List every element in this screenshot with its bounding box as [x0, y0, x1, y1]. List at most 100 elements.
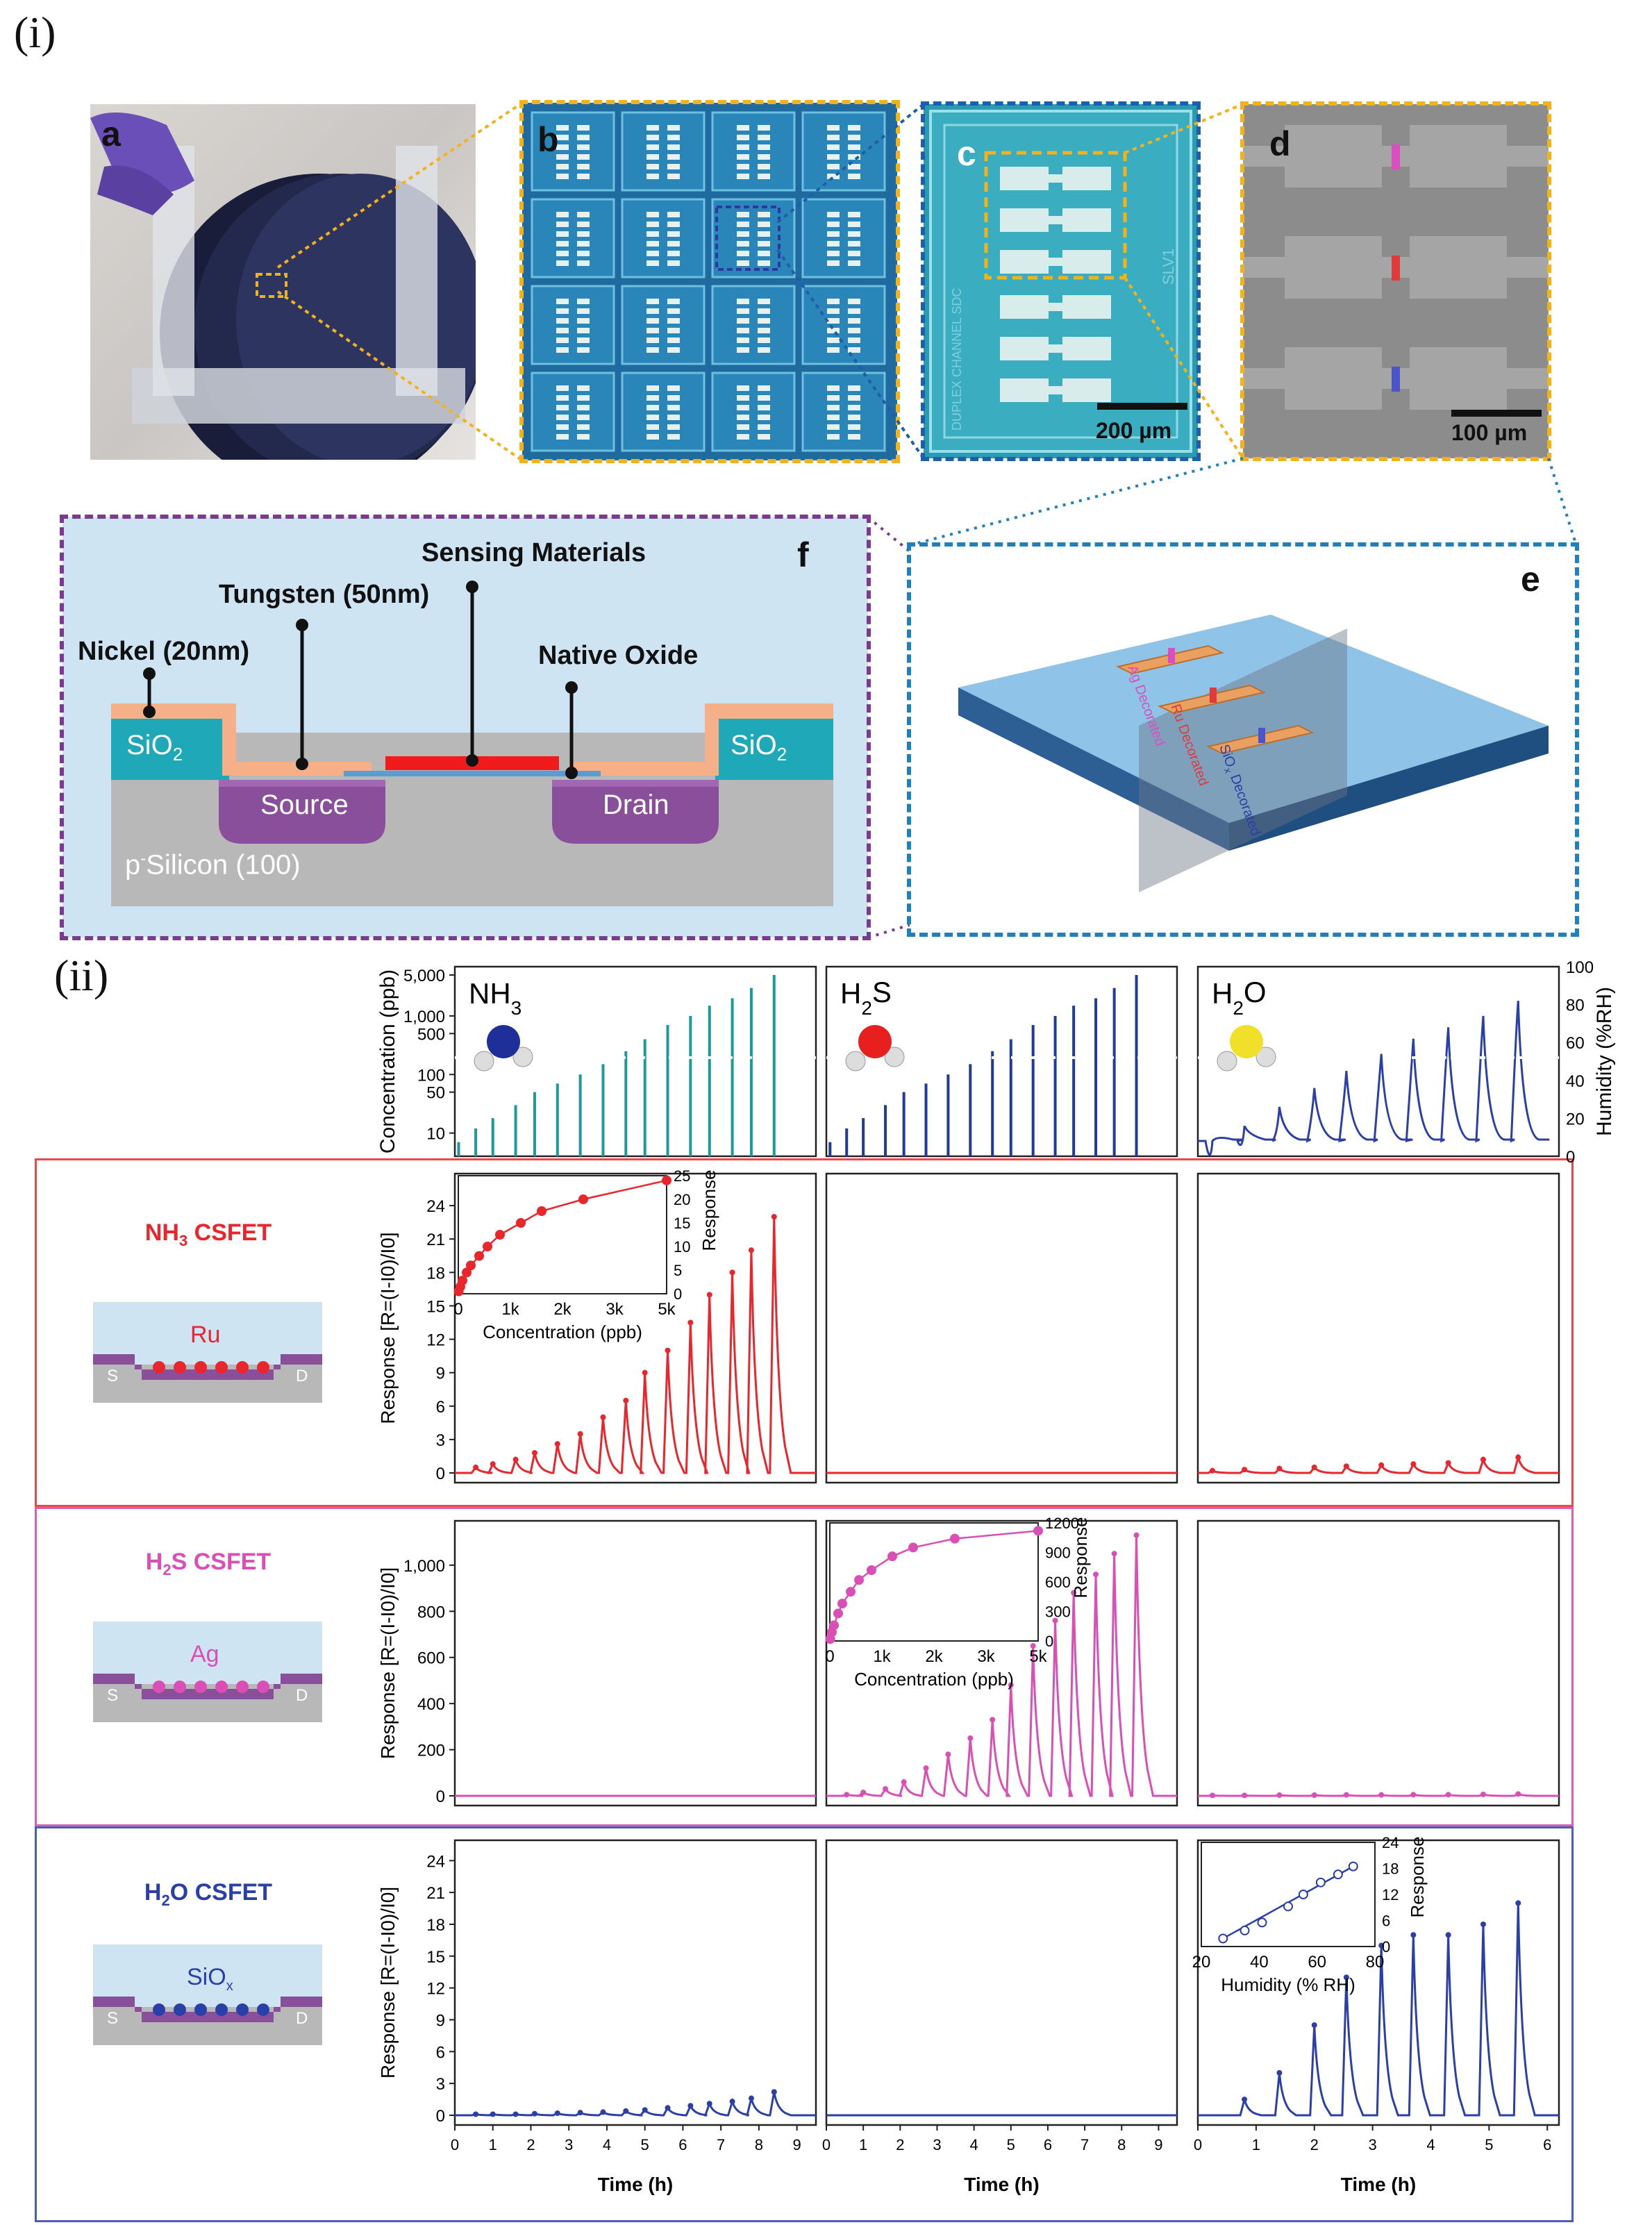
x-tick-label: 5 — [1485, 2136, 1493, 2153]
response-peak-point — [1515, 1900, 1521, 1906]
response-peak-point — [967, 1735, 974, 1741]
response-peak-point — [1480, 1456, 1486, 1462]
response-peak-point — [1133, 1532, 1140, 1538]
inset-x-tick-label: 40 — [1250, 1953, 1269, 1972]
response-peak-point — [901, 1779, 907, 1785]
response-peak-point — [473, 2111, 479, 2117]
y-tick-label: 18 — [426, 1916, 445, 1935]
response-peak-point — [1030, 1643, 1036, 1649]
plot-frame — [453, 965, 817, 1158]
response-peak-point — [490, 2111, 496, 2117]
plot-frame — [453, 1172, 817, 1484]
inset-x-tick-label: 2k — [553, 1300, 571, 1319]
molecule-atom — [512, 1047, 533, 1067]
inset-x-tick-label: 1k — [501, 1300, 519, 1319]
y-tick-label: 10 — [426, 1125, 445, 1144]
y-tick-label: 6 — [436, 1398, 445, 1417]
response-peak-point — [1343, 1974, 1349, 1981]
y-tick-label: 3 — [436, 1431, 445, 1450]
scale-bar-d: 100 µm — [1451, 420, 1528, 445]
x-tick-label: 4 — [1426, 2136, 1435, 2153]
inset-y-tick-label: 0 — [674, 1285, 682, 1303]
response-peak-point — [1343, 1463, 1349, 1469]
molecule-center-atom — [858, 1025, 892, 1058]
plot-frame — [825, 1519, 1178, 1807]
inset-point — [887, 1551, 897, 1562]
response-peak-point — [1209, 1467, 1215, 1474]
chip-array-grid — [531, 111, 886, 452]
label-nickel: Nickel (20nm) — [78, 637, 250, 666]
response-trace — [1198, 1792, 1559, 1797]
plot-frame — [1196, 1172, 1560, 1484]
x-tick-label: 2 — [1310, 2136, 1319, 2153]
panel-letter-a: a — [101, 115, 121, 153]
cross-section-drawing — [111, 581, 833, 906]
response-peak-point — [1445, 1792, 1451, 1798]
molecule-center-atom — [487, 1025, 520, 1058]
inset-y-tick-label: 600 — [1045, 1574, 1071, 1591]
y-tick-label: 100 — [417, 1066, 445, 1085]
response-peak-point — [531, 2110, 537, 2117]
response-peak-point — [1445, 1932, 1451, 1938]
inset-y-tick-label: 6 — [1382, 1912, 1390, 1930]
response-peak-point — [771, 1214, 777, 1220]
response-peak-point — [473, 1464, 479, 1470]
response-peak-point — [1410, 1932, 1417, 1938]
response-ylabel: Response [R=(I-I0)/I0] — [377, 1232, 399, 1424]
response-peak-point — [923, 1765, 929, 1772]
inset-point — [1257, 1917, 1267, 1928]
wafer-carrier-photo: a — [90, 104, 476, 460]
inset-point — [1218, 1933, 1228, 1944]
response-peak-point — [1052, 1617, 1058, 1624]
response-peak-point — [1445, 1460, 1451, 1466]
response-peak-point — [771, 2089, 777, 2095]
inset-x-tick-label: 5k — [1029, 1647, 1047, 1666]
inset-x-tick-label: 3k — [977, 1647, 995, 1666]
response-peak-point — [1276, 2069, 1283, 2076]
h2s-csfet-title: H2S CSFET — [145, 1549, 272, 1578]
response-peak-point — [554, 1441, 560, 1447]
plot-frame — [1196, 1519, 1560, 1807]
inset-point — [474, 1251, 484, 1261]
y-tick-label: 0 — [436, 2107, 445, 2126]
x-tick-label: 0 — [822, 2136, 831, 2153]
y-tick-label: 200 — [417, 1742, 445, 1760]
inset-x-label: Concentration (ppb) — [854, 1669, 1014, 1690]
label-sio2-right: SiO2 — [731, 730, 787, 765]
inset-x-tick-label: 2k — [925, 1647, 943, 1666]
x-tick-label: 5 — [1007, 2136, 1015, 2153]
h2o-csfet-title: H2O CSFET — [144, 1879, 273, 1909]
inset-point — [483, 1242, 492, 1251]
response-peak-point — [1093, 1572, 1099, 1578]
response-peak-point — [729, 2099, 735, 2105]
response-peak-point — [1311, 1792, 1317, 1799]
label-tungsten: Tungsten (50nm) — [219, 580, 430, 609]
panel-letter-c: c — [957, 134, 976, 173]
y-tick-label: 15 — [426, 1948, 445, 1967]
inset-y-label: Response — [1070, 1517, 1091, 1598]
x-tick-label: 7 — [1081, 2136, 1089, 2153]
response-peak-point — [748, 2095, 754, 2101]
h2s-device-schematic: Ag S D — [93, 1622, 322, 1722]
response-peak-point — [1410, 1461, 1417, 1467]
material-siox: SiOx — [187, 1964, 233, 1994]
part-i-label: (i) — [14, 8, 56, 57]
y-tick-label: 6 — [436, 2043, 445, 2062]
device-schematic-siox — [93, 1944, 322, 2045]
x-tick-label: 7 — [717, 2136, 725, 2153]
inset-y-tick-label: 18 — [1382, 1860, 1399, 1878]
response-peak-point — [1378, 1462, 1385, 1468]
x-tick-label: 4 — [970, 2136, 978, 2153]
response-peak-point — [748, 1247, 754, 1253]
response-peak-point — [623, 1397, 629, 1403]
label-silicon: p-Silicon (100) — [125, 849, 301, 881]
plot-frame — [825, 1839, 1178, 2126]
inset-x-tick-label: 3k — [606, 1300, 624, 1319]
inset-frame — [1201, 1842, 1376, 1947]
response-peak-point — [1242, 2097, 1248, 2103]
y-tick-label: 1,000 — [403, 1008, 445, 1026]
response-peak-point — [577, 1431, 583, 1437]
y-tick-label: 0 — [436, 1788, 445, 1806]
y-tick-label: 500 — [417, 1025, 445, 1044]
device-s: S — [107, 1367, 119, 1385]
